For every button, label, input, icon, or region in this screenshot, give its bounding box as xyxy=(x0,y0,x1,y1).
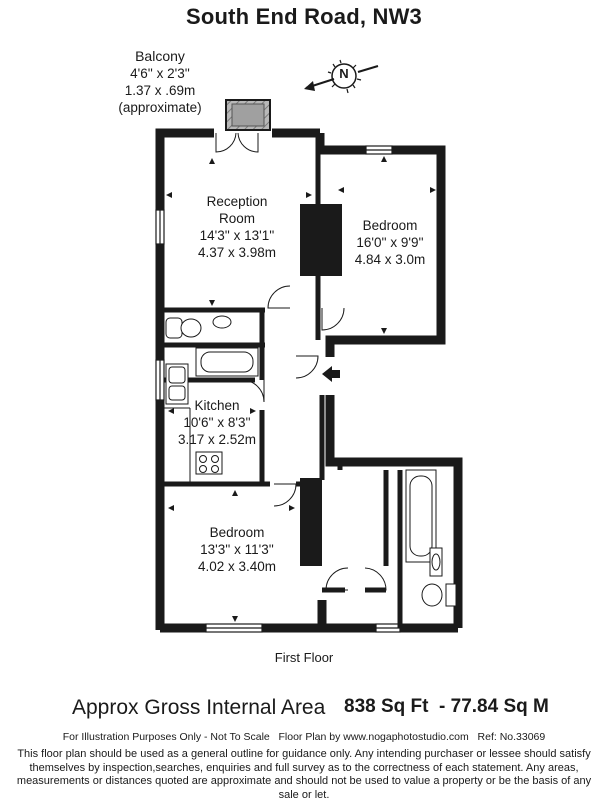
room-label-bedroom-2: Bedroom 13'3'' x 11'3'' 4.02 x 3.40m xyxy=(178,524,296,575)
balcony-note: (approximate) xyxy=(118,100,202,115)
balcony-name: Balcony xyxy=(135,48,185,64)
disclaimer: This floor plan should be used as a gene… xyxy=(16,748,592,801)
room-imperial: 16'0'' x 9'9'' xyxy=(356,235,424,250)
info-line: For Illustration Purposes Only - Not To … xyxy=(62,731,546,743)
room-imperial: 10'6'' x 8'3'' xyxy=(183,415,251,430)
room-metric: 3.17 x 2.52m xyxy=(177,432,257,447)
area-value: 838 Sq Ft - 77.84 Sq M xyxy=(344,696,549,717)
room-imperial: 13'3'' x 11'3'' xyxy=(200,542,274,557)
floor-label: First Floor xyxy=(274,650,334,665)
room-label-kitchen: Kitchen 10'6'' x 8'3'' 3.17 x 2.52m xyxy=(172,397,262,448)
chimney-breast xyxy=(318,204,342,276)
room-name: Room xyxy=(218,211,255,226)
chimney-breast xyxy=(300,204,318,276)
room-name: Kitchen xyxy=(194,398,240,413)
balcony-imperial: 4'6'' x 2'3'' xyxy=(130,66,190,81)
room-label-reception: Reception Room 14'3'' x 13'1'' 4.37 x 3.… xyxy=(178,193,296,261)
room-imperial: 14'3'' x 13'1'' xyxy=(199,228,275,243)
room-name: Bedroom xyxy=(362,218,418,233)
area-label: Approx Gross Internal Area xyxy=(72,696,326,719)
area-summary: Approx Gross Internal Area 838 Sq Ft - 7… xyxy=(0,696,608,724)
room-metric: 4.37 x 3.98m xyxy=(197,245,277,260)
compass-letter: N xyxy=(339,66,349,81)
dimension-marks xyxy=(166,156,436,622)
property-address: South End Road, NW3 xyxy=(185,4,422,29)
windows xyxy=(155,145,401,633)
room-metric: 4.84 x 3.0m xyxy=(354,252,426,267)
room-name: Reception xyxy=(206,194,268,209)
chimney-breast xyxy=(300,478,322,566)
entrance-arrow-icon xyxy=(322,366,340,382)
room-label-bedroom-1: Bedroom 16'0'' x 9'9'' 4.84 x 3.0m xyxy=(344,217,436,268)
compass-icon xyxy=(304,59,379,94)
balcony xyxy=(225,99,271,131)
outer-walls xyxy=(155,128,463,633)
bathroom-fixtures xyxy=(165,315,457,607)
balcony-metric: 1.37 x .69m xyxy=(124,83,196,98)
balcony-label: Balcony 4'6'' x 2'3'' 1.37 x .69m (appro… xyxy=(100,48,220,116)
room-name: Bedroom xyxy=(209,525,265,540)
room-metric: 4.02 x 3.40m xyxy=(197,559,277,574)
doors xyxy=(215,132,387,591)
kitchen-fixtures xyxy=(164,363,223,484)
